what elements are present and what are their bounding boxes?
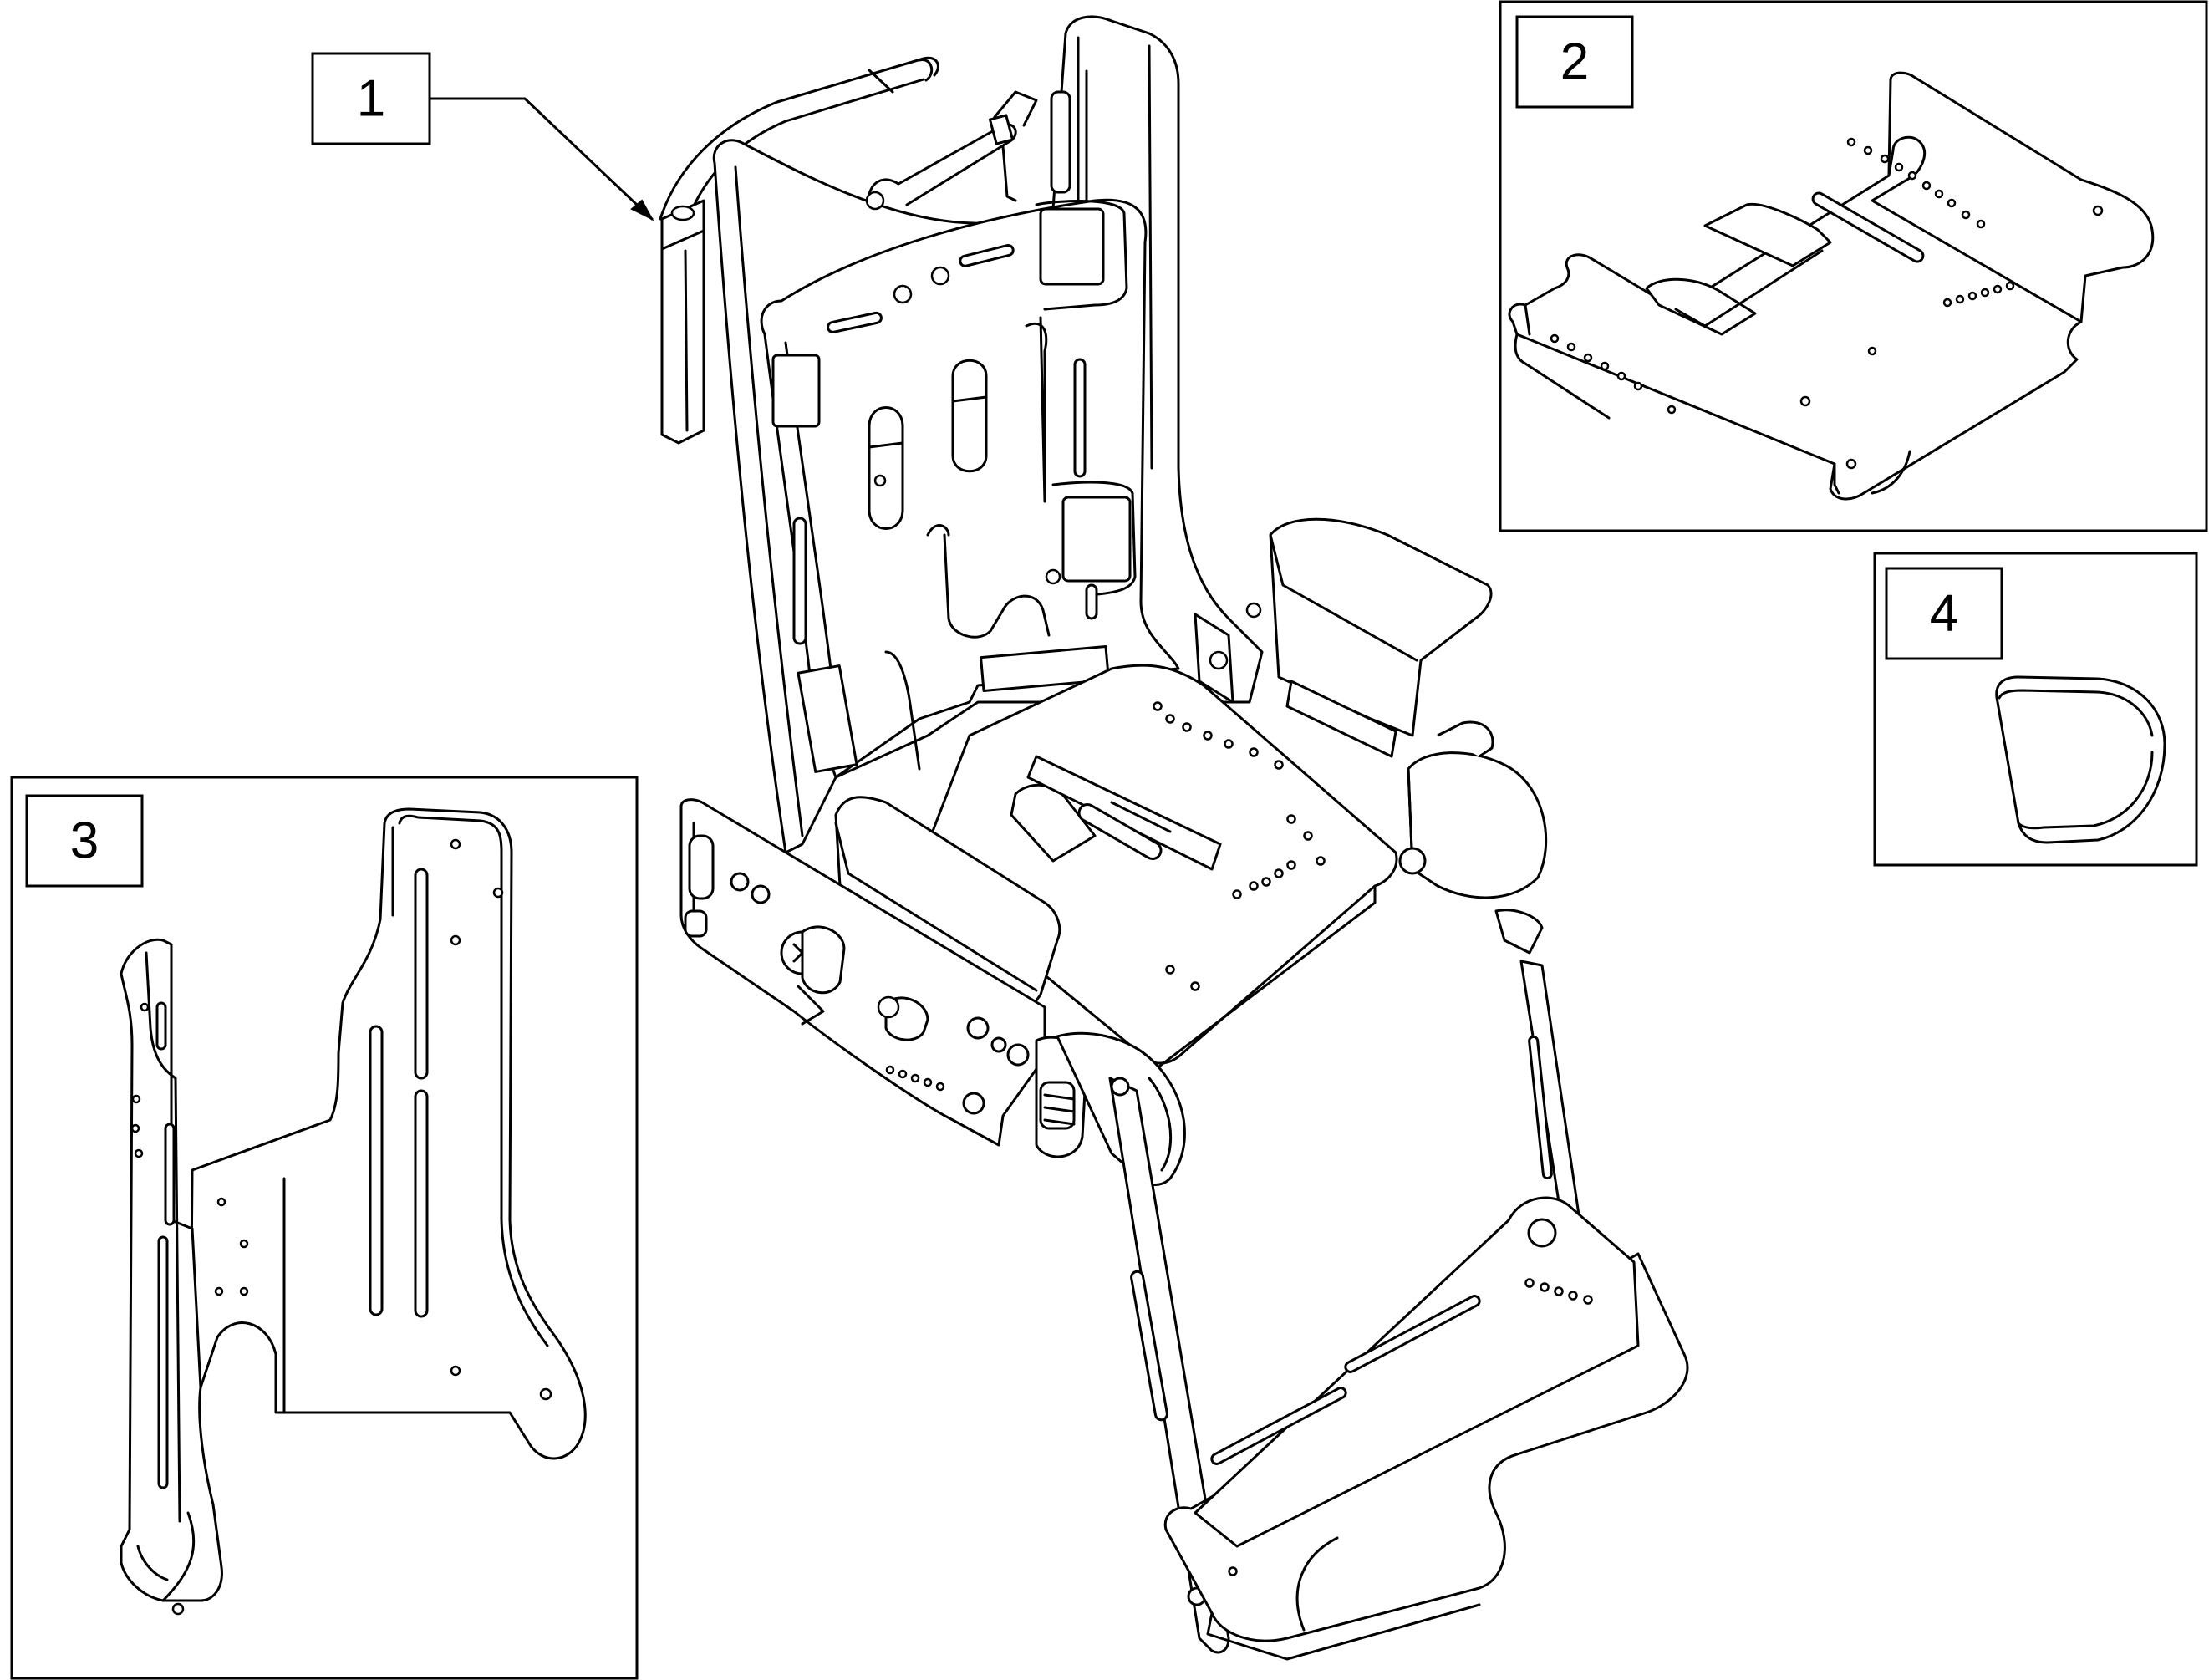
bracket-slot (157, 1235, 169, 1489)
bracket-slot (164, 1123, 176, 1226)
right-hinge-pad (1398, 720, 1548, 955)
right-thigh-support (1194, 517, 1493, 758)
rail-plate-holes (885, 1065, 945, 1092)
callout-4-box (1885, 567, 2003, 660)
callout-1-box (311, 52, 431, 145)
backrest-mount-post (660, 199, 705, 445)
callout-2-box (1515, 15, 1634, 109)
bracket-slot (155, 1001, 167, 1051)
bracket-slot (369, 1025, 384, 1316)
callout-3-label: 3 (70, 812, 99, 870)
footrest (1163, 1196, 1689, 1661)
bracket-holes (130, 838, 552, 1616)
panel-3: 3 (10, 776, 639, 1680)
side-bracket-part (120, 807, 587, 1616)
panel-2: 2 (1499, 0, 2208, 532)
callout-1-leader (428, 97, 654, 221)
panel-4: 4 (1873, 552, 2198, 867)
seat-plate-holes (1550, 137, 2104, 470)
bracket-slot (414, 868, 429, 1080)
footrest-holes (1228, 1278, 1593, 1576)
left-rail-plate (679, 798, 1088, 1158)
lateral-pad-part (1995, 675, 2166, 844)
callout-1-arrowhead (630, 199, 654, 221)
seat-plate-part (1508, 71, 2155, 501)
seat-assembly (659, 15, 1689, 1661)
callout-1: 1 (311, 52, 654, 221)
callout-3-box (25, 794, 144, 888)
callout-2-label: 2 (1560, 33, 1589, 91)
callout-1-label: 1 (357, 70, 385, 128)
bracket-slot (414, 1089, 429, 1318)
callout-4-label: 4 (1930, 585, 1958, 643)
seat-holes (1153, 701, 1326, 991)
back-plate (760, 198, 1180, 779)
